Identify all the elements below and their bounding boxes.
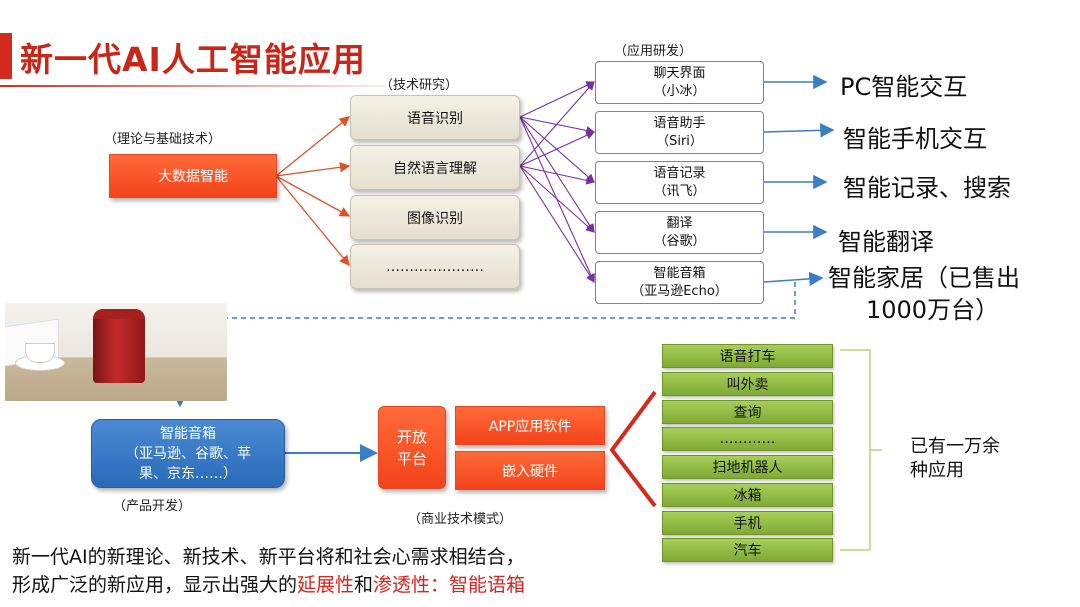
product-box: 智能音箱 （亚马逊、谷歌、苹 果、京东……）	[91, 419, 285, 488]
app-assistant-name: 语音助手	[653, 115, 706, 131]
platform-line2: 平台	[396, 449, 427, 468]
caption-business-model: （商业技术模式）	[408, 512, 513, 527]
app-item-more: …………	[662, 427, 833, 451]
open-platform-box: 开放 平台	[378, 406, 446, 489]
app-translate-name: 翻译	[666, 215, 693, 231]
app-item-phone: 手机	[662, 511, 833, 535]
app-speaker-name: 智能音箱	[653, 265, 706, 281]
app-recording-name: 语音记录	[653, 165, 706, 181]
page-title: 新一代AI人工智能应用	[20, 40, 366, 79]
arrows-bigdata-to-tech	[275, 116, 351, 267]
app-item-fridge: 冰箱	[662, 483, 833, 507]
title-accent-bar	[0, 33, 12, 79]
app-box-speaker: 智能音箱 （亚马逊Echo）	[595, 261, 764, 304]
bottom-line2: 形成广泛的新应用，显示出强大的延展性和渗透性：智能语箱	[12, 571, 525, 599]
bottom-and: 和	[354, 574, 374, 596]
app-item-query: 查询	[662, 400, 833, 424]
caption-tech-research: （技术研究）	[380, 78, 459, 93]
app-item-robot-vacuum: 扫地机器人	[662, 455, 833, 479]
app-box-translate: 翻译 （谷歌）	[595, 211, 764, 254]
chevron-to-applications	[609, 390, 657, 508]
app-item-car: 汽车	[662, 538, 833, 562]
smart-speaker-photo	[5, 303, 227, 401]
app-assistant-vendor: （Siri）	[656, 133, 703, 149]
title-underline	[0, 85, 420, 87]
product-line2: （亚马逊、谷歌、苹	[125, 445, 251, 462]
bottom-summary-text: 新一代AI的新理论、新技术、新平台将和社会心需求相结合， 形成广泛的新应用，显示…	[12, 543, 525, 599]
bigdata-box: 大数据智能	[109, 154, 277, 198]
app-chat-vendor: （小冰）	[653, 83, 706, 99]
result-pc: PC智能交互	[840, 73, 968, 101]
tech-box-image-recognition: 图像识别	[350, 195, 520, 240]
highlight-penetration: 渗透性：智能语箱	[373, 574, 526, 596]
cup-shape	[25, 343, 55, 363]
caption-app-dev: （应用研发）	[614, 44, 693, 59]
app-speaker-vendor: （亚马逊Echo）	[631, 283, 728, 299]
bottom-line1: 新一代AI的新理论、新技术、新平台将和社会心需求相结合，	[12, 546, 525, 568]
red-speaker-shape	[93, 309, 145, 383]
arrows-tech-to-apps	[519, 81, 596, 284]
product-line3: 果、京东……）	[139, 465, 237, 482]
app-box-recording: 语音记录 （讯飞）	[595, 161, 764, 204]
app-chat-name: 聊天界面	[653, 65, 706, 81]
app-item-takeout: 叫外卖	[662, 372, 833, 396]
caption-product-dev: （产品开发）	[113, 499, 192, 514]
app-box-assistant: 语音助手 （Siri）	[595, 111, 764, 154]
arrows-apps-to-results	[763, 74, 835, 287]
speaker-top-shape	[93, 309, 145, 319]
app-item-taxi: 语音打车	[662, 344, 833, 368]
app-box-chat: 聊天界面 （小冰）	[595, 61, 764, 104]
app-software-box: APP应用软件	[455, 406, 605, 445]
highlight-extensibility: 延展性	[297, 574, 355, 596]
app-recording-vendor: （讯飞）	[653, 183, 706, 199]
platform-line1: 开放	[396, 427, 427, 446]
applications-summary: 已有一万余 种应用	[910, 435, 1000, 483]
embedded-hardware-box: 嵌入硬件	[455, 451, 605, 490]
tech-box-more: …………………	[350, 244, 520, 289]
summary-line1: 已有一万余	[910, 436, 1000, 457]
bottom-line2-text: 形成广泛的新应用，显示出强大的	[12, 574, 298, 596]
summary-line2: 种应用	[910, 460, 964, 481]
app-translate-vendor: （谷歌）	[653, 233, 706, 249]
result-home-line2: 1000万台）	[866, 296, 1000, 324]
bracket-applications	[840, 349, 871, 551]
product-line1: 智能音箱	[160, 425, 216, 442]
result-translate: 智能翻译	[838, 228, 934, 256]
tech-box-nlu: 自然语言理解	[350, 145, 520, 190]
tech-box-speech-recognition: 语音识别	[350, 95, 520, 140]
caption-theory: （理论与基础技术）	[104, 132, 222, 147]
result-record: 智能记录、搜索	[843, 174, 1011, 202]
result-home-line1: 智能家居（已售出	[828, 264, 1020, 292]
result-mobile: 智能手机交互	[843, 125, 987, 153]
